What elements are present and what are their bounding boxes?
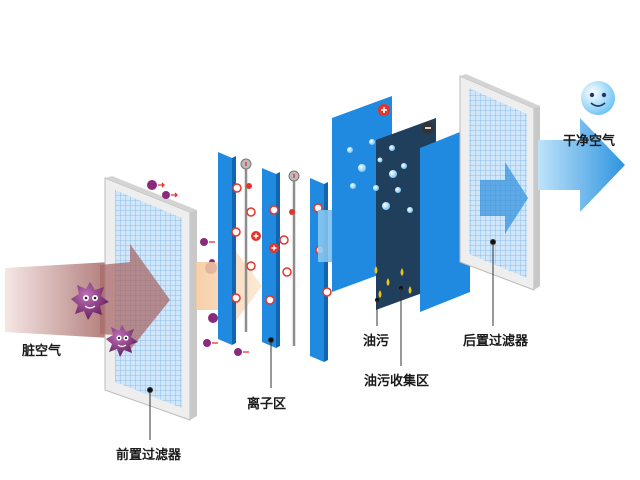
oil-stain-label: 油污 — [363, 334, 390, 349]
clean-air-label: 干净空气 — [563, 134, 616, 149]
flow-arrow-in-filter — [100, 244, 170, 350]
charged-particles — [231, 183, 332, 305]
leader-lines — [147, 239, 496, 440]
ion-zone — [218, 152, 328, 362]
clean-particle-icon — [581, 81, 615, 115]
oil-drops — [374, 266, 412, 302]
ion-zone-label: 离子区 — [247, 397, 287, 412]
clean-air-arrow-inner — [480, 162, 528, 234]
post-filter-label: 后置过滤器 — [463, 334, 529, 349]
bubbles — [347, 139, 413, 213]
clean-air-arrow — [538, 118, 625, 212]
oil-collection-zone — [332, 96, 470, 312]
dirty-particle-icon — [71, 282, 138, 357]
oil-collection-zone-label: 油污收集区 — [364, 374, 430, 389]
pre-filter-label: 前置过滤器 — [116, 448, 182, 463]
dirty-air-label: 脏空气 — [22, 344, 62, 359]
negative-charge-icon — [422, 122, 434, 134]
plus-sign-icon — [253, 233, 277, 251]
